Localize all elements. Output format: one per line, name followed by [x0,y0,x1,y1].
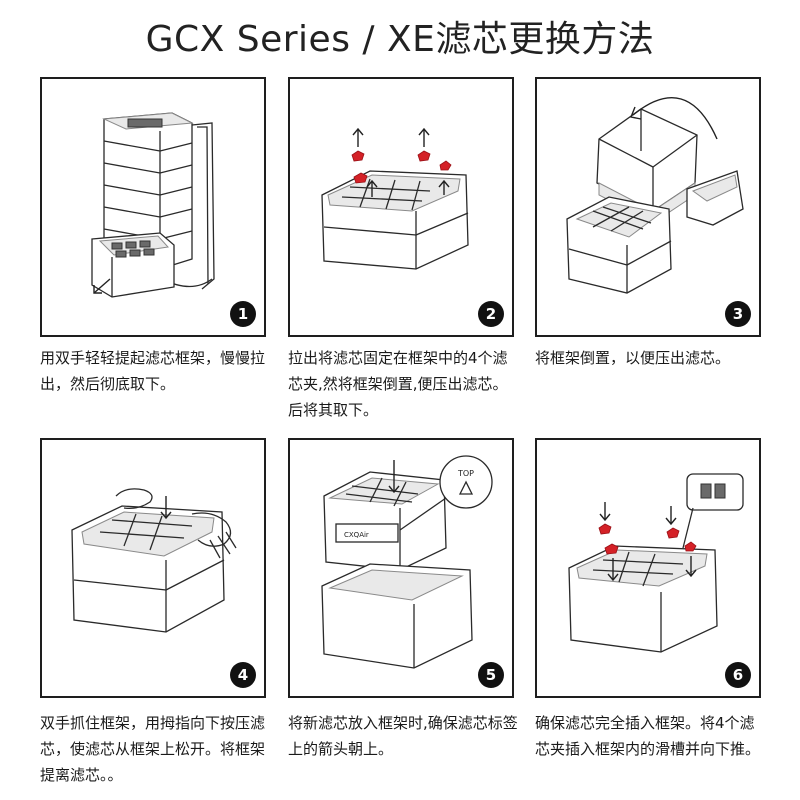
step-3-badge: 3 [725,301,751,327]
step-2-caption: 拉出将滤芯固定在框架中的4个滤芯夹,然将框架倒置,便压出滤芯。后将其取下。 [288,349,508,419]
step-3-illustration: 3 [535,77,761,337]
step-1-caption: 用双手轻轻提起滤芯框架，慢慢拉出，然后彻底取下。 [40,349,266,393]
filter-brand-label: CXQAir [344,531,369,539]
top-label: TOP [457,469,474,478]
step-6-caption: 确保滤芯完全插入框架。将4个滤芯夹插入框架内的滑槽并向下推。 [535,714,761,758]
step-3-caption: 将框架倒置，以便压出滤芯。 [535,349,731,367]
step-1-illustration: 1 [40,77,266,337]
step-4-badge: 4 [230,662,256,688]
frame-inverted-drawing [566,97,744,294]
press-filter-drawing [71,488,237,633]
step-5-badge: 5 [478,662,504,688]
step-5-caption: 将新滤芯放入框架时,确保滤芯标签上的箭头朝上。 [288,714,518,758]
step-2-illustration: 2 [288,77,514,337]
page-title: GCX Series / XE滤芯更换方法 [145,19,655,60]
step-6-badge: 6 [725,662,751,688]
step-5-illustration: CXQAir TOP 5 [288,438,514,698]
step-6-illustration: 6 [535,438,761,698]
filter-clips-drawing [321,127,469,270]
step-1-badge: 1 [230,301,256,327]
insert-clips-drawing [568,473,744,653]
step-2-badge: 2 [478,301,504,327]
purifier-tower-drawing [91,112,215,298]
up-triangle-icon [458,480,474,495]
insert-filter-drawing: CXQAir TOP [321,455,493,669]
step-4-caption: 双手抓住框架，用拇指向下按压滤芯，使滤芯从框架上松开。将框架提离滤芯。。 [40,714,266,784]
step-4-illustration: 4 [40,438,266,698]
